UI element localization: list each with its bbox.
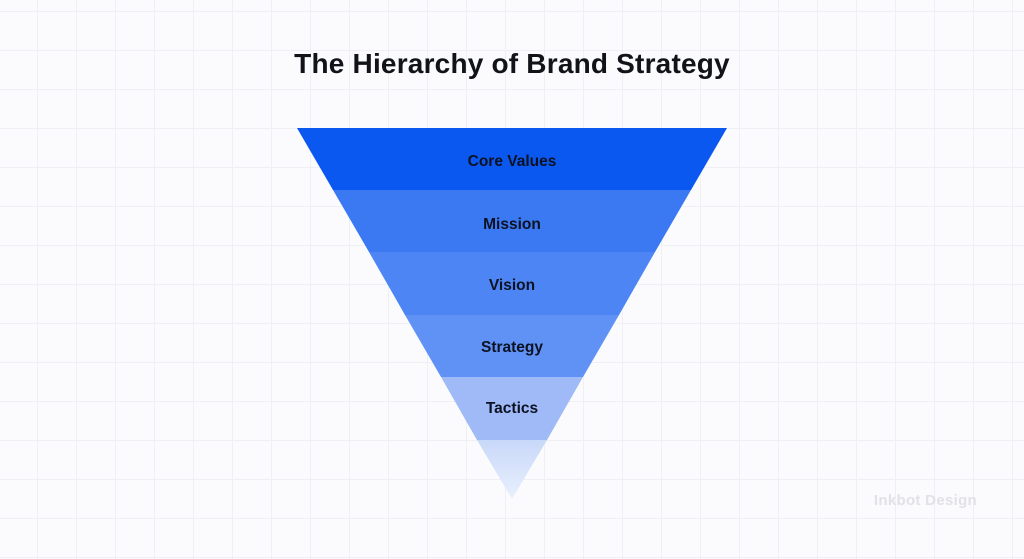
funnel-level-mission xyxy=(333,190,691,252)
watermark: Inkbot Design xyxy=(873,492,977,509)
funnel-tip xyxy=(477,440,547,499)
funnel-level-tactics xyxy=(441,377,583,440)
funnel-label-vision: Vision xyxy=(489,277,535,294)
page-title: The Hierarchy of Brand Strategy xyxy=(294,48,730,79)
funnel-level-strategy xyxy=(405,315,619,377)
funnel-label-mission: Mission xyxy=(483,216,541,233)
funnel-level-vision xyxy=(369,252,655,315)
funnel-label-tactics: Tactics xyxy=(486,400,538,417)
funnel-label-core-values: Core Values xyxy=(468,153,557,170)
funnel-label-strategy: Strategy xyxy=(481,339,543,356)
funnel-level-core-values xyxy=(297,128,727,190)
